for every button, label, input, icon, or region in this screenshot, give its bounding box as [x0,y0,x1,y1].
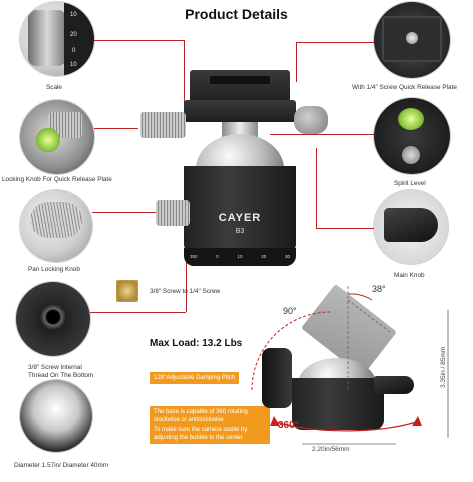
brand-logo: CAYER [218,212,262,224]
spirit-level-detail-image [374,98,450,174]
arc-360 [275,421,417,432]
leader-line-pan [92,212,156,213]
base-body [184,166,296,254]
dial-tick-2: 0 [216,254,219,259]
main-knob-detail-image [374,190,448,264]
rotation-note-box: The base is capable of 360 rotating cloc… [150,406,270,444]
leader-line-mainknob-v [316,148,317,228]
rotation-note-line1: The base is capable of 360 rotating [154,409,248,415]
screw-thread-label-line1: 3/8" Screw Internal Thread On The Bottom [28,364,98,380]
side-knob-disc [262,348,292,408]
ball-detail-image [20,380,92,452]
dial-tick-1: 350 [190,254,198,259]
scale-number-1: 10 [70,12,77,18]
leader-line-locking [94,128,138,129]
leader-line-scale-v [184,40,185,128]
angle-90-label: 90° [283,306,297,316]
arc-360-arrow-left [270,416,280,426]
damping-badge-text: 128°Adjustable Damping Pitch [154,375,236,381]
leader-line-spirit [270,134,374,135]
arc-360-arrow-right [412,416,422,426]
height-dimension-text: 3.35in / 85mm [440,346,447,388]
spirit-level-label: Spirit Level [394,180,426,187]
allen-screw [402,146,420,164]
tilt-axis-line [347,299,391,333]
clamp-body [184,100,296,122]
leader-line-scale-h [94,40,184,41]
main-ball-head-image: CAYER B3 350 0 10 20 30 [130,60,330,275]
stability-note-line2: adjusting the bubble to the center [154,435,243,441]
stability-note-line1: To make sure the camera stable by [154,427,248,433]
leader-line-mainknob-h [316,228,374,229]
scale-number-4: 10 [70,62,77,68]
qr-screw [406,32,418,44]
main-knob-label: Main Knob [394,272,425,279]
rotation-note-line2: clockwise or anticlockwise [154,417,224,423]
clamp-locking-knob [140,112,186,138]
pan-knob-label: Pan Locking Knob [28,266,80,273]
arc-90 [251,311,331,391]
leader-line-screw [90,312,186,313]
width-dimension-label: 2.20in/56mm [312,446,350,453]
dial-tick-4: 20 [261,254,267,259]
diameter-label: Diameter 1.57in/ Diameter 40mm [14,462,109,469]
spirit-bubble-small [36,128,60,152]
leader-line-qr-h [296,42,374,43]
pan-knob-detail-image [20,190,92,262]
dial-ticks: 350 0 10 20 30 [190,254,290,259]
tilted-ball-head-image [262,283,442,456]
dial-ring [184,248,296,266]
scale-knob [28,10,66,66]
arc-38 [347,293,373,301]
screw-hole [40,304,66,330]
screw-adapter-label: 3/8" Screw to 1/4" Screw [150,288,221,295]
rotation-360-label: 360° [278,420,299,431]
locking-knob-label: Locking Knob For Quick Release Plate [2,176,112,183]
pan-knob-photo [30,202,82,238]
tilted-base [292,378,384,430]
pan-locking-knob [156,200,190,226]
angle-38-label: 38° [372,284,386,294]
quick-release-label: With 1/4" Screw Quick Release Plate [352,84,457,91]
leader-line-screw-v [186,262,187,312]
clamp-slots [210,76,270,84]
main-knob-stub [294,106,328,134]
page-title: Product Details [185,6,288,22]
clamp-plate [190,70,290,104]
screw-adapter-image [116,280,138,302]
angle-annotations [251,286,449,445]
scale-label: Scale [46,84,62,91]
scale-number-2: 20 [70,32,77,38]
model-label: B3 [235,228,245,235]
main-knob-photo [384,208,438,242]
scale-detail-image: 10 20 0 10 [20,2,94,76]
quick-release-detail-image [374,2,450,78]
screw-thread-detail-image [16,282,90,356]
damping-badge: 128°Adjustable Damping Pitch [150,372,240,384]
spirit-level-bubble [398,108,424,130]
tilted-main-knob [374,376,414,394]
dial-tick-3: 10 [237,254,243,259]
height-dimension-label: 3.35in / 85mm [440,347,447,388]
scale-ruler [64,2,94,76]
dial-tick-5: 30 [284,254,290,259]
leader-line-qr-v [296,42,297,82]
screw-thread-label: 3/8" Screw Internal Thread On The Bottom [28,364,94,379]
max-load-text: Max Load: 13.2 Lbs [150,338,243,349]
scale-number-3: 0 [72,48,76,54]
locking-knob-detail-image [20,100,94,174]
